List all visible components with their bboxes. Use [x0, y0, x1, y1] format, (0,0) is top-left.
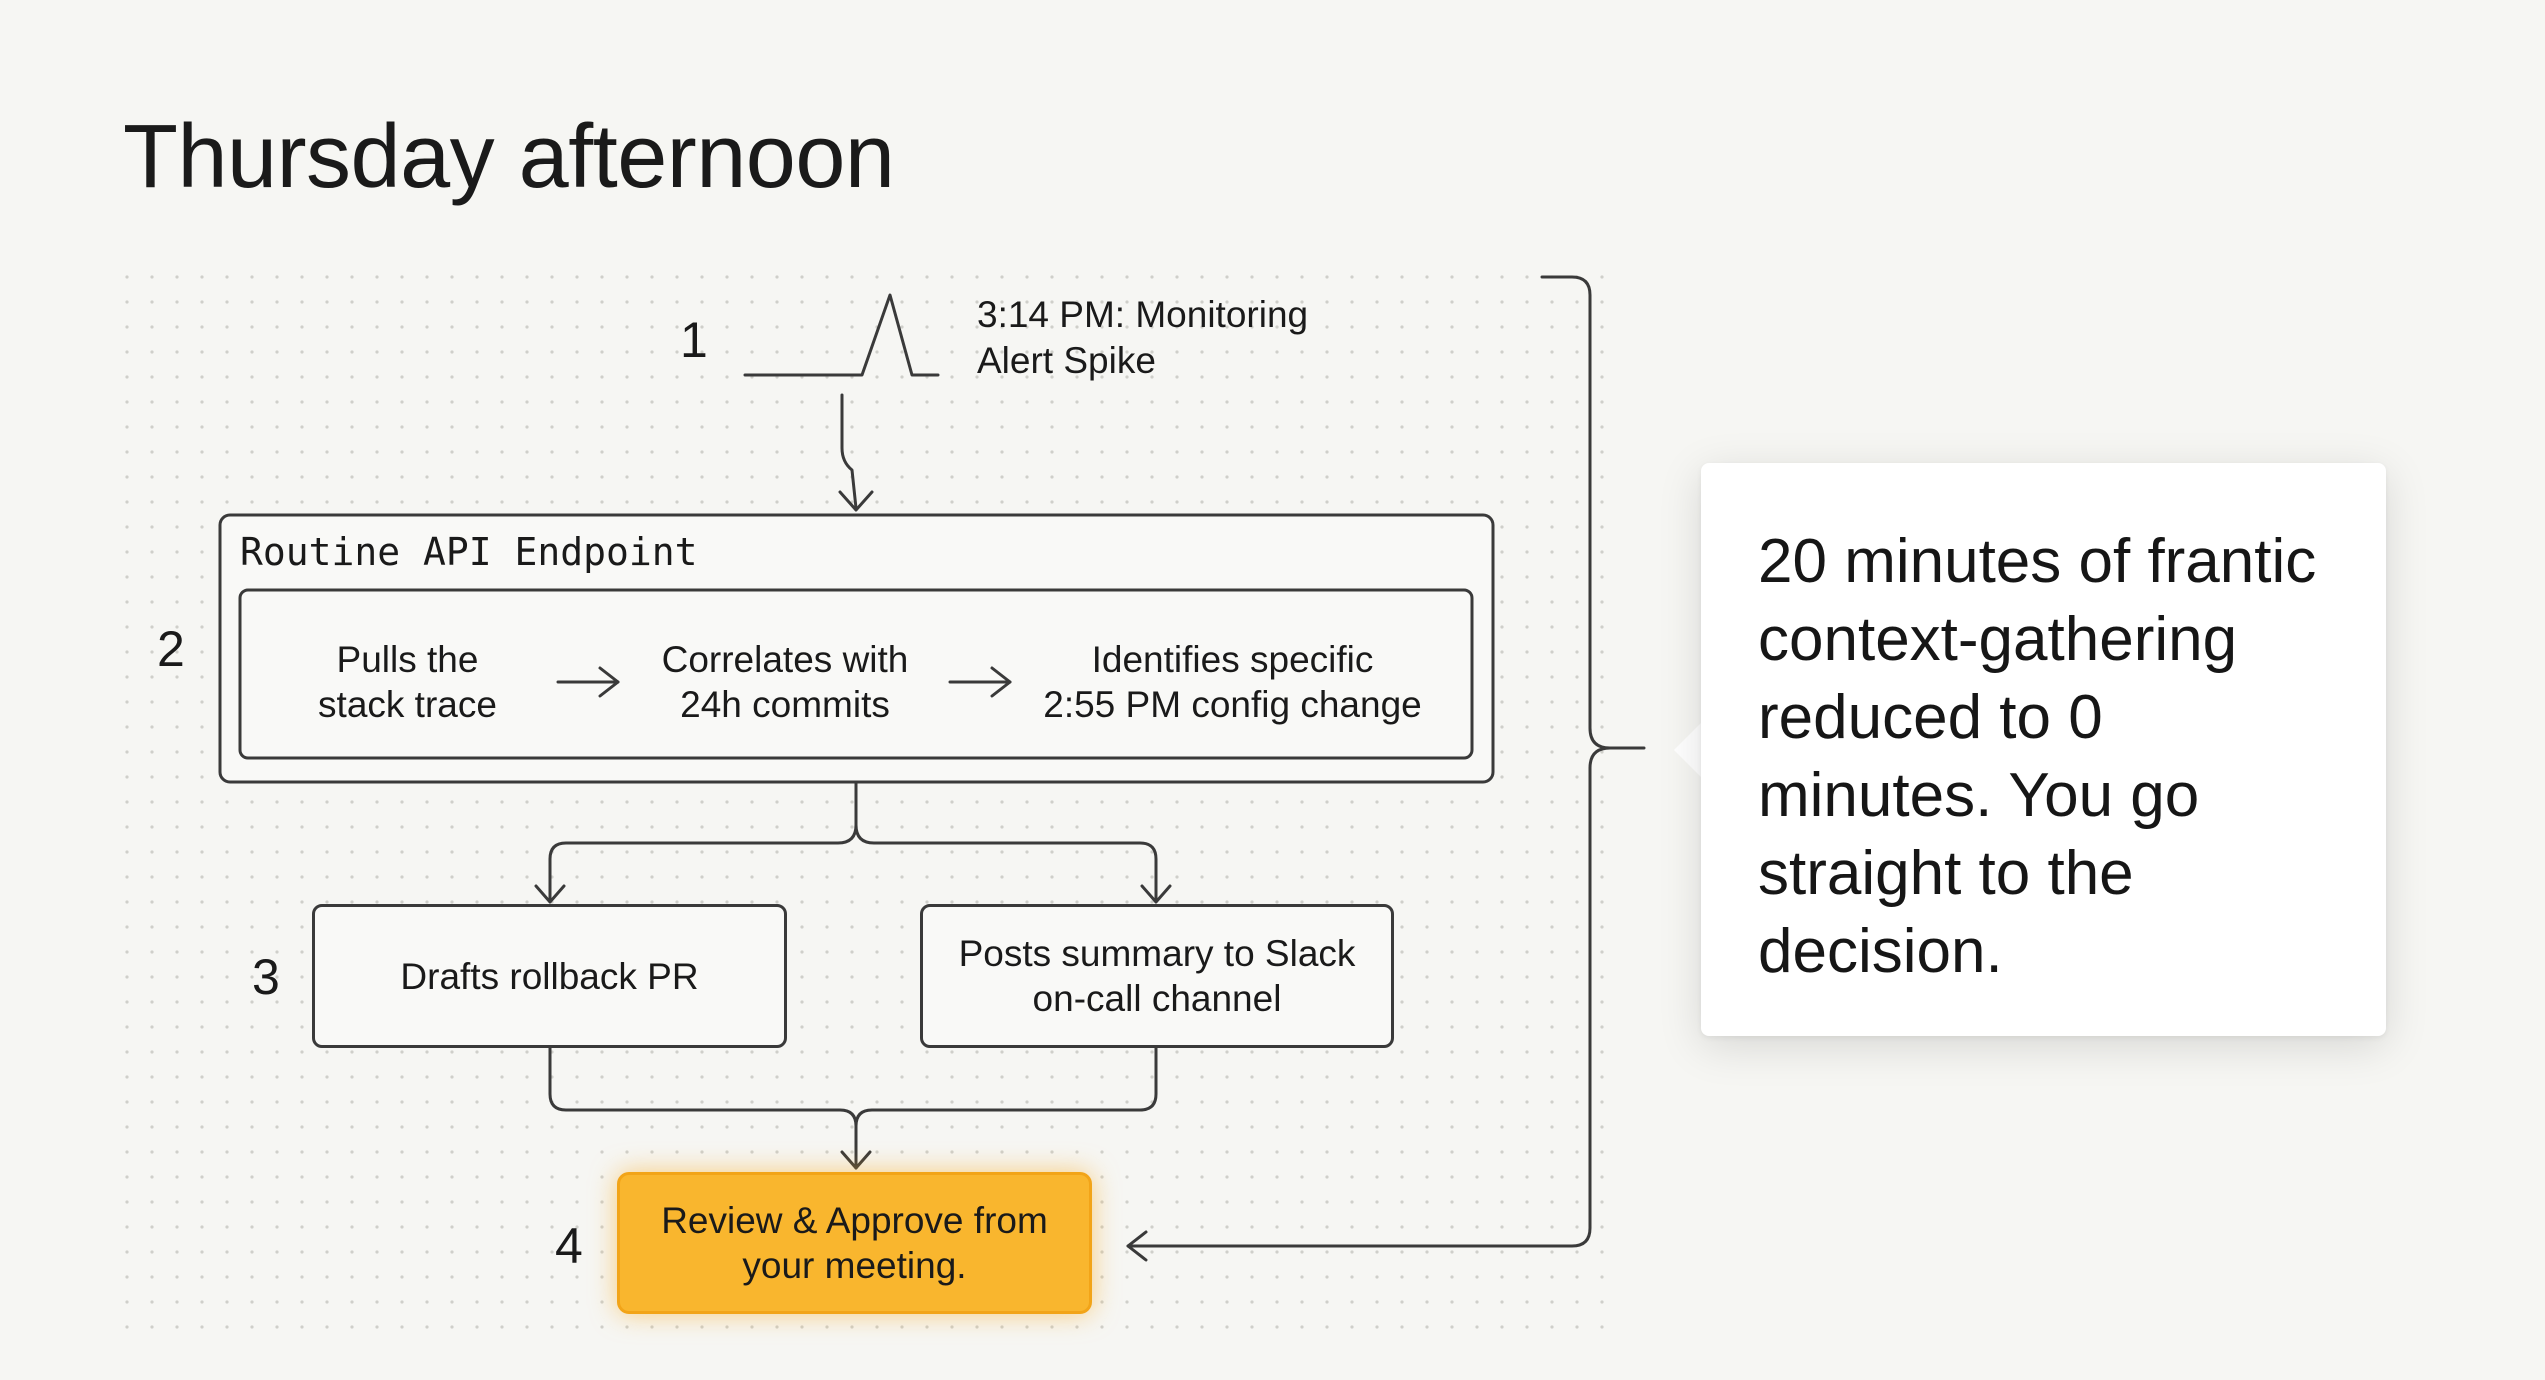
- step-correlate-commits: Correlates with 24h commits: [661, 639, 909, 725]
- arrow-down-icon: [840, 1150, 872, 1170]
- callout-card: 20 minutes of frantic context-gathering …: [1701, 463, 2386, 1036]
- review-approve-box: Review & Approve from your meeting.: [617, 1172, 1092, 1314]
- spike-icon: [743, 293, 940, 377]
- step-pull-stack-trace: Pulls the stack trace: [318, 639, 497, 725]
- step-identify-config-change: Identifies specific 2:55 PM config chang…: [1043, 639, 1422, 725]
- arrow-right-icon: [598, 666, 620, 698]
- page-title: Thursday afternoon: [123, 107, 895, 207]
- inner-box: [238, 588, 1474, 760]
- connector-split: [548, 780, 858, 902]
- alert-label: 3:14 PM: Monitoring Alert Spike: [977, 294, 1309, 381]
- callout-pointer: [1674, 722, 1702, 778]
- arrow-down-icon: [1140, 884, 1172, 904]
- callout-text: 20 minutes of frantic context-gathering …: [1758, 527, 2317, 986]
- connector-spike-to-container: [840, 393, 858, 510]
- connector-merge: [548, 1046, 858, 1170]
- container-label: Routine API Endpoint: [240, 530, 698, 574]
- drafts-rollback-box: Drafts rollback PR: [312, 904, 787, 1048]
- slack-summary-box: Posts summary to Slack on-call channel: [920, 904, 1394, 1048]
- arrow-down-icon: [838, 490, 874, 512]
- arrow-right-icon: [990, 666, 1012, 698]
- step-number-2: 2: [157, 621, 185, 677]
- step-number-3: 3: [252, 949, 280, 1005]
- bracket: [1126, 275, 1646, 1248]
- dot-grid: [118, 265, 1615, 1340]
- arrow-left-icon: [1126, 1230, 1148, 1262]
- step-number-4: 4: [555, 1218, 583, 1274]
- arrow-down-icon: [534, 884, 566, 904]
- step-number-1: 1: [680, 312, 708, 368]
